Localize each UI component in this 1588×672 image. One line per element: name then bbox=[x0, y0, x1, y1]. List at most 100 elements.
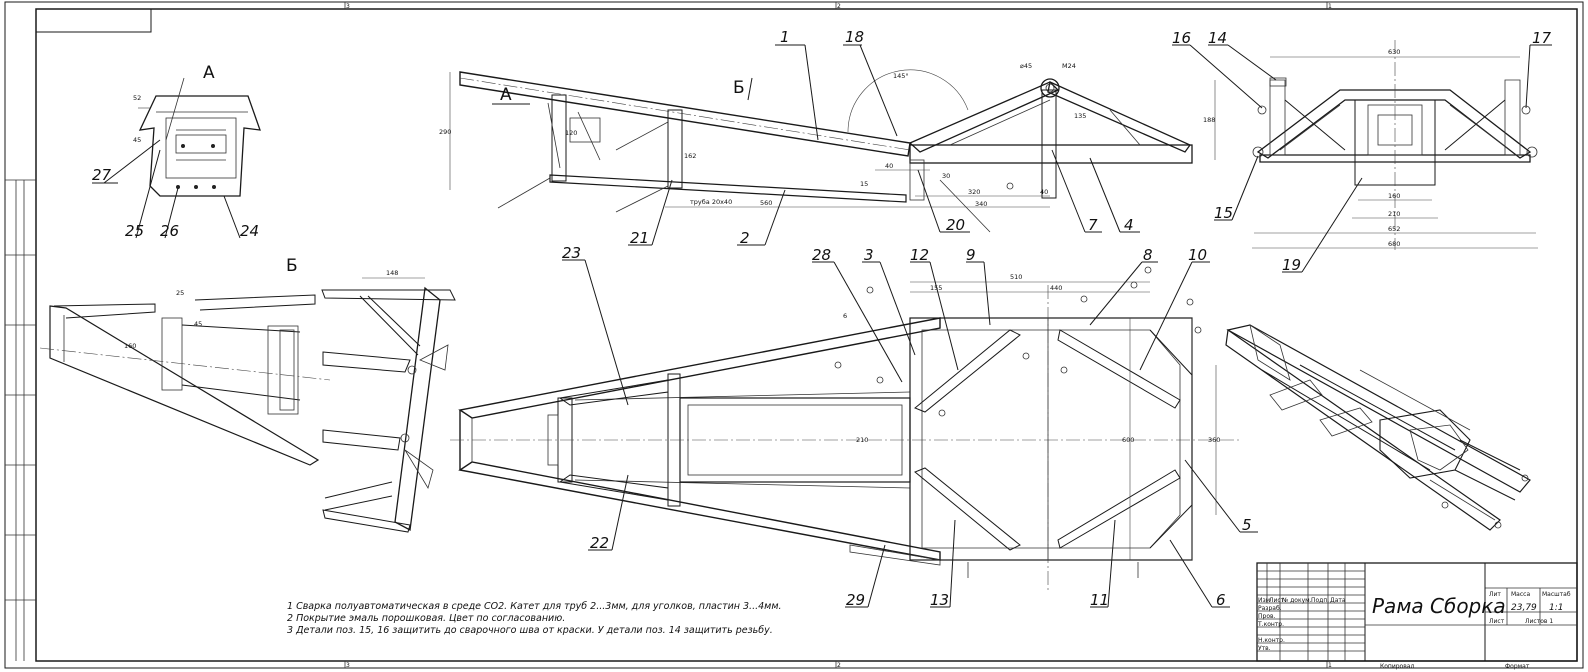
dim-680: 680 bbox=[1388, 240, 1400, 248]
dim-360: 360 bbox=[1208, 436, 1220, 444]
callout-17: 17 bbox=[1532, 29, 1552, 47]
dim-210: 210 bbox=[1388, 210, 1400, 218]
zone-label: 1 bbox=[1328, 662, 1332, 669]
dim-15: 15 bbox=[860, 180, 868, 188]
dim-b-148: 148 bbox=[386, 269, 398, 277]
callout-1: 1 bbox=[780, 28, 790, 46]
dim-30: 30 bbox=[942, 172, 950, 180]
dim-162: 162 bbox=[684, 152, 696, 160]
zone-label: 2 bbox=[837, 662, 841, 669]
callout-8: 8 bbox=[1143, 246, 1153, 264]
dim-560: 560 bbox=[760, 199, 772, 207]
tb-row-utv: Утв. bbox=[1258, 645, 1271, 652]
callout-12: 12 bbox=[910, 246, 929, 264]
view-label-b: Б bbox=[286, 256, 298, 276]
callout-14: 14 bbox=[1208, 29, 1227, 47]
callout-3: 3 bbox=[864, 246, 874, 264]
zone-label: 2 bbox=[837, 3, 841, 10]
tb-col-sign: Подп. bbox=[1311, 597, 1329, 604]
zone-label: 1 bbox=[1328, 3, 1332, 10]
callout-11: 11 bbox=[1090, 591, 1109, 609]
sheet-frame: 3 2 1 3 2 1 bbox=[4, 1, 1584, 669]
callout-29: 29 bbox=[846, 591, 865, 609]
callout-18: 18 bbox=[845, 28, 864, 46]
tb-copied: Копировал bbox=[1380, 663, 1414, 670]
callout-5: 5 bbox=[1242, 516, 1252, 534]
callout-24: 24 bbox=[240, 222, 259, 240]
detail-view-b: Б 25 160 45 148 bbox=[39, 256, 456, 533]
tb-lit-label: Лит bbox=[1489, 591, 1501, 598]
callout-25: 25 bbox=[125, 222, 144, 240]
dim-b-160: 160 bbox=[124, 342, 136, 350]
callout-28: 28 bbox=[812, 246, 831, 264]
callout-20: 20 bbox=[946, 216, 965, 234]
tb-mass-value: 23,79 bbox=[1511, 603, 1537, 613]
dim-652: 652 bbox=[1388, 225, 1400, 233]
tb-scale-label: Масштаб bbox=[1542, 591, 1571, 598]
tb-sheet-label: Лист bbox=[1489, 618, 1505, 625]
dim-b-25: 25 bbox=[176, 289, 184, 297]
dim-40b: 40 bbox=[1040, 188, 1048, 196]
note-2: 2 Покрытие эмаль порошковая. Цвет по сог… bbox=[287, 613, 565, 624]
dim-290: 290 bbox=[439, 128, 451, 136]
dim-320: 320 bbox=[968, 188, 980, 196]
callout-22: 22 bbox=[590, 534, 609, 552]
zone-label: 3 bbox=[346, 662, 350, 669]
tb-col-doc: № докум. bbox=[1282, 597, 1312, 604]
callout-15: 15 bbox=[1214, 204, 1233, 222]
tb-mass-label: Масса bbox=[1511, 591, 1530, 598]
dim-340: 340 bbox=[975, 200, 987, 208]
technical-notes: 1 Сварка полуавтоматическая в среде СО2.… bbox=[287, 601, 782, 636]
tb-row-tkontr: Т.контр. bbox=[1257, 621, 1284, 628]
dim-155: 155 bbox=[930, 284, 942, 292]
dim-440: 440 bbox=[1050, 284, 1062, 292]
side-view: 145° 290 560 320 340 40 30 188 135 ⌀45 M… bbox=[439, 28, 1215, 247]
dim-40: 40 bbox=[885, 162, 893, 170]
callout-26: 26 bbox=[160, 222, 179, 240]
dim-m24: M24 bbox=[1062, 62, 1076, 70]
dim-a-45: 45 bbox=[133, 136, 141, 144]
dim-510: 510 bbox=[1010, 273, 1022, 281]
tb-row-razrab: Разраб. bbox=[1258, 605, 1282, 612]
dim-pipe-20x40: труба 20х40 bbox=[690, 198, 732, 206]
note-1: 1 Сварка полуавтоматическая в среде СО2.… bbox=[287, 601, 782, 612]
callout-13: 13 bbox=[930, 591, 949, 609]
callout-23: 23 bbox=[562, 244, 581, 262]
dim-b-45: 45 bbox=[194, 320, 202, 328]
callout-4: 4 bbox=[1124, 216, 1134, 234]
zone-label: 3 bbox=[346, 3, 350, 10]
dim-210-plan: 210 bbox=[856, 436, 868, 444]
callout-10: 10 bbox=[1188, 246, 1207, 264]
tb-col-date: Дата bbox=[1330, 597, 1346, 604]
drawing-title: Рама Сборка bbox=[1372, 594, 1506, 618]
callout-21: 21 bbox=[630, 229, 649, 247]
dim-630: 630 bbox=[1388, 48, 1400, 56]
tb-row-nkontr: Н.контр. bbox=[1258, 637, 1285, 644]
callout-9: 9 bbox=[966, 246, 976, 264]
front-view: 630 160 210 652 680 16 14 17 15 19 bbox=[1172, 29, 1552, 274]
tb-col-list: Лист bbox=[1269, 597, 1285, 604]
callout-7: 7 bbox=[1088, 216, 1098, 234]
section-marker-a: А bbox=[500, 85, 512, 105]
dim-600: 600 bbox=[1122, 436, 1134, 444]
callout-6: 6 bbox=[1216, 591, 1226, 609]
note-3: 3 Детали поз. 15, 16 защитить до сварочн… bbox=[287, 625, 773, 636]
plan-view: 510 440 155 6 600 360 210 23 22 28 3 12 … bbox=[450, 244, 1258, 609]
dim-135: 135 bbox=[1074, 112, 1086, 120]
title-block: Изм Лист № докум. Подп. Дата Разраб. Про… bbox=[1256, 562, 1578, 670]
isometric-view bbox=[1225, 324, 1531, 531]
section-marker-b: Б bbox=[733, 78, 745, 98]
callout-2: 2 bbox=[740, 229, 750, 247]
tb-scale-value: 1:1 bbox=[1549, 603, 1563, 613]
tb-sheets-label: Листов 1 bbox=[1525, 618, 1553, 625]
dim-145-degrees: 145° bbox=[893, 72, 909, 80]
dim-6: 6 bbox=[843, 312, 847, 320]
dim-160: 160 bbox=[1388, 192, 1400, 200]
dim-188: 188 bbox=[1203, 116, 1215, 124]
callout-16: 16 bbox=[1172, 29, 1191, 47]
tb-format: Формат bbox=[1505, 663, 1530, 670]
callout-27: 27 bbox=[92, 166, 112, 184]
dim-d45: ⌀45 bbox=[1020, 62, 1032, 70]
view-label-a: А bbox=[203, 63, 215, 83]
